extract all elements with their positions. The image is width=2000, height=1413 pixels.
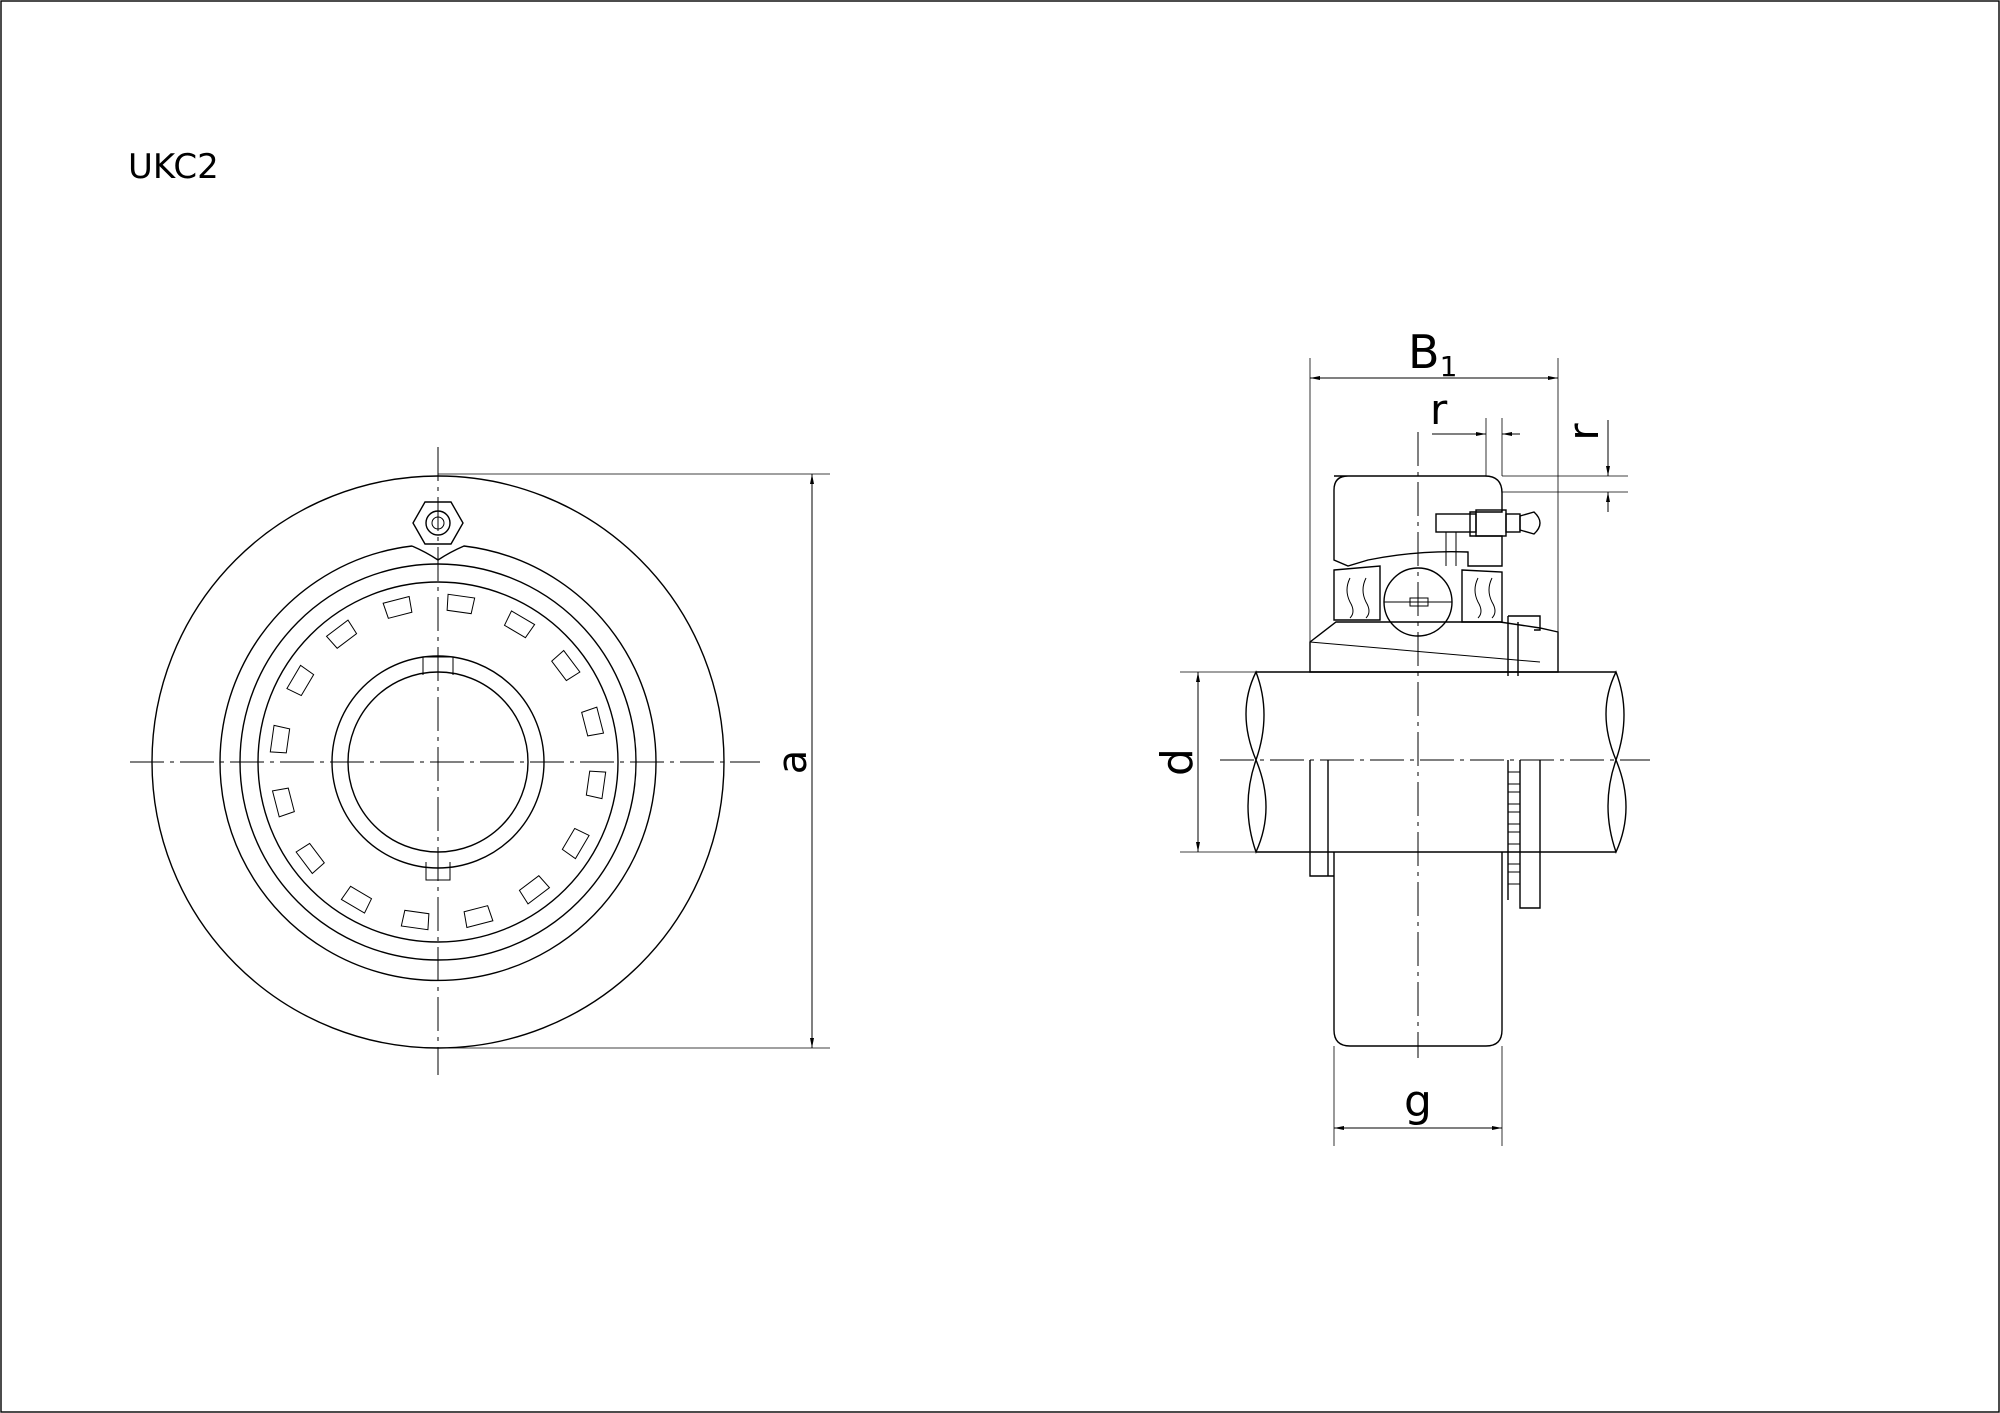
lock-nut <box>1507 615 1541 676</box>
dimension-g-label: g <box>1404 1076 1432 1127</box>
dimension-a-label: a <box>770 750 816 775</box>
washer-tooth <box>1508 851 1521 865</box>
washer-tab <box>446 593 476 615</box>
washer-inner-key <box>425 862 451 881</box>
grease-nipple-outer <box>425 510 451 536</box>
washer-tab <box>551 649 581 682</box>
washer-tab <box>382 595 413 619</box>
dimension-d: d <box>1152 671 1256 853</box>
washer-tooth <box>1508 771 1521 785</box>
washer-tab <box>585 770 607 800</box>
washer-tab <box>340 885 373 914</box>
washer-tab <box>325 619 358 649</box>
housing-lower-step <box>1309 760 1334 877</box>
dimension-g: g <box>1333 1046 1503 1146</box>
housing-ring-1 <box>239 563 637 961</box>
dimension-b1-subscript: 1 <box>1440 350 1458 383</box>
washer-tooth <box>1508 831 1521 845</box>
housing-upper-section <box>1333 475 1503 567</box>
washer-tab <box>503 610 536 639</box>
washer-tab <box>271 787 295 818</box>
washer-tab <box>295 842 325 875</box>
washer-tab <box>561 827 590 860</box>
shaft-right-break <box>1605 670 1627 854</box>
washer-tooth <box>1508 811 1521 825</box>
bore-outer-ring <box>331 655 545 869</box>
grease-nipple-hex <box>412 501 464 545</box>
drawing-title: UKC2 <box>128 147 219 187</box>
dimension-r-horizontal-label: r <box>1430 385 1448 434</box>
dimension-r-vertical: r <box>1502 420 1628 512</box>
inner-ring-sleeve <box>1309 621 1559 673</box>
housing-lower-body <box>1333 852 1503 1047</box>
grease-nipple-inner <box>431 516 445 530</box>
shaft-left-break <box>1245 670 1267 854</box>
washer-tab <box>400 909 430 931</box>
lock-nut-lower <box>1507 760 1541 909</box>
washer-tab <box>269 724 291 754</box>
bore <box>347 671 529 853</box>
dimension-r-vertical-label: r <box>1559 423 1608 441</box>
housing-ring-2 <box>257 581 619 943</box>
washer-tab <box>286 664 315 697</box>
washer-tab <box>518 875 551 905</box>
bore-keyway <box>422 656 454 675</box>
washer-tooth <box>1508 871 1521 885</box>
grease-nipple-side <box>1435 509 1541 566</box>
dimension-d-label: d <box>1152 748 1203 776</box>
front-view <box>130 447 760 1075</box>
dimension-b1-label: B1 <box>1408 325 1457 383</box>
lock-washer-tabs <box>269 593 607 931</box>
section-view <box>1220 432 1650 1058</box>
lock-washer-teeth <box>1508 771 1521 885</box>
washer-tab <box>463 905 494 929</box>
dimension-a: a <box>438 473 830 1049</box>
washer-tooth <box>1508 791 1521 805</box>
flange-ring <box>219 545 657 982</box>
dimension-b1: B1 <box>1309 325 1559 642</box>
dimension-r-horizontal: r <box>1430 385 1520 476</box>
washer-tab <box>581 706 605 737</box>
